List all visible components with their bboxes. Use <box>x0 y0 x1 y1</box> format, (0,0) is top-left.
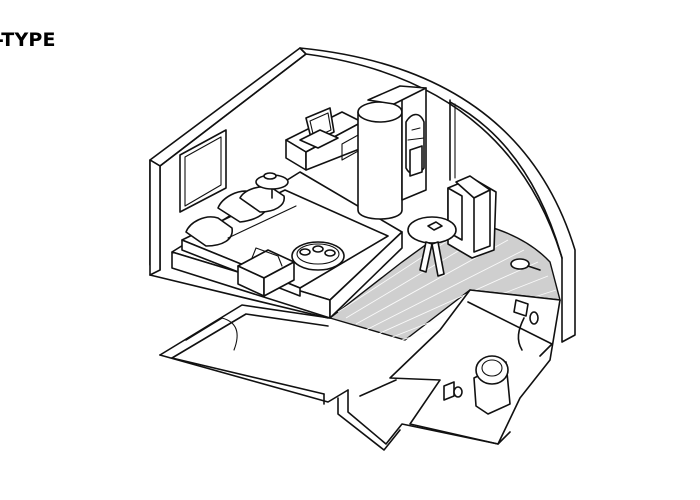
luggage-box <box>237 247 295 297</box>
bathroom <box>389 289 561 445</box>
floor-plan-outline <box>159 304 511 451</box>
round-table <box>407 216 457 277</box>
curved-right-wall <box>299 47 576 343</box>
toilet <box>473 355 511 415</box>
window <box>179 129 227 213</box>
laptop <box>299 107 339 149</box>
round-tray <box>291 241 345 271</box>
armchair <box>447 175 497 259</box>
toilet-paper <box>443 381 463 401</box>
cylinder-wardrobe <box>357 101 403 220</box>
closet <box>367 85 427 201</box>
hand-mirror <box>510 258 541 271</box>
shower <box>513 299 539 351</box>
room-type-title: -TYPE <box>0 29 56 51</box>
nightstand <box>255 172 289 199</box>
